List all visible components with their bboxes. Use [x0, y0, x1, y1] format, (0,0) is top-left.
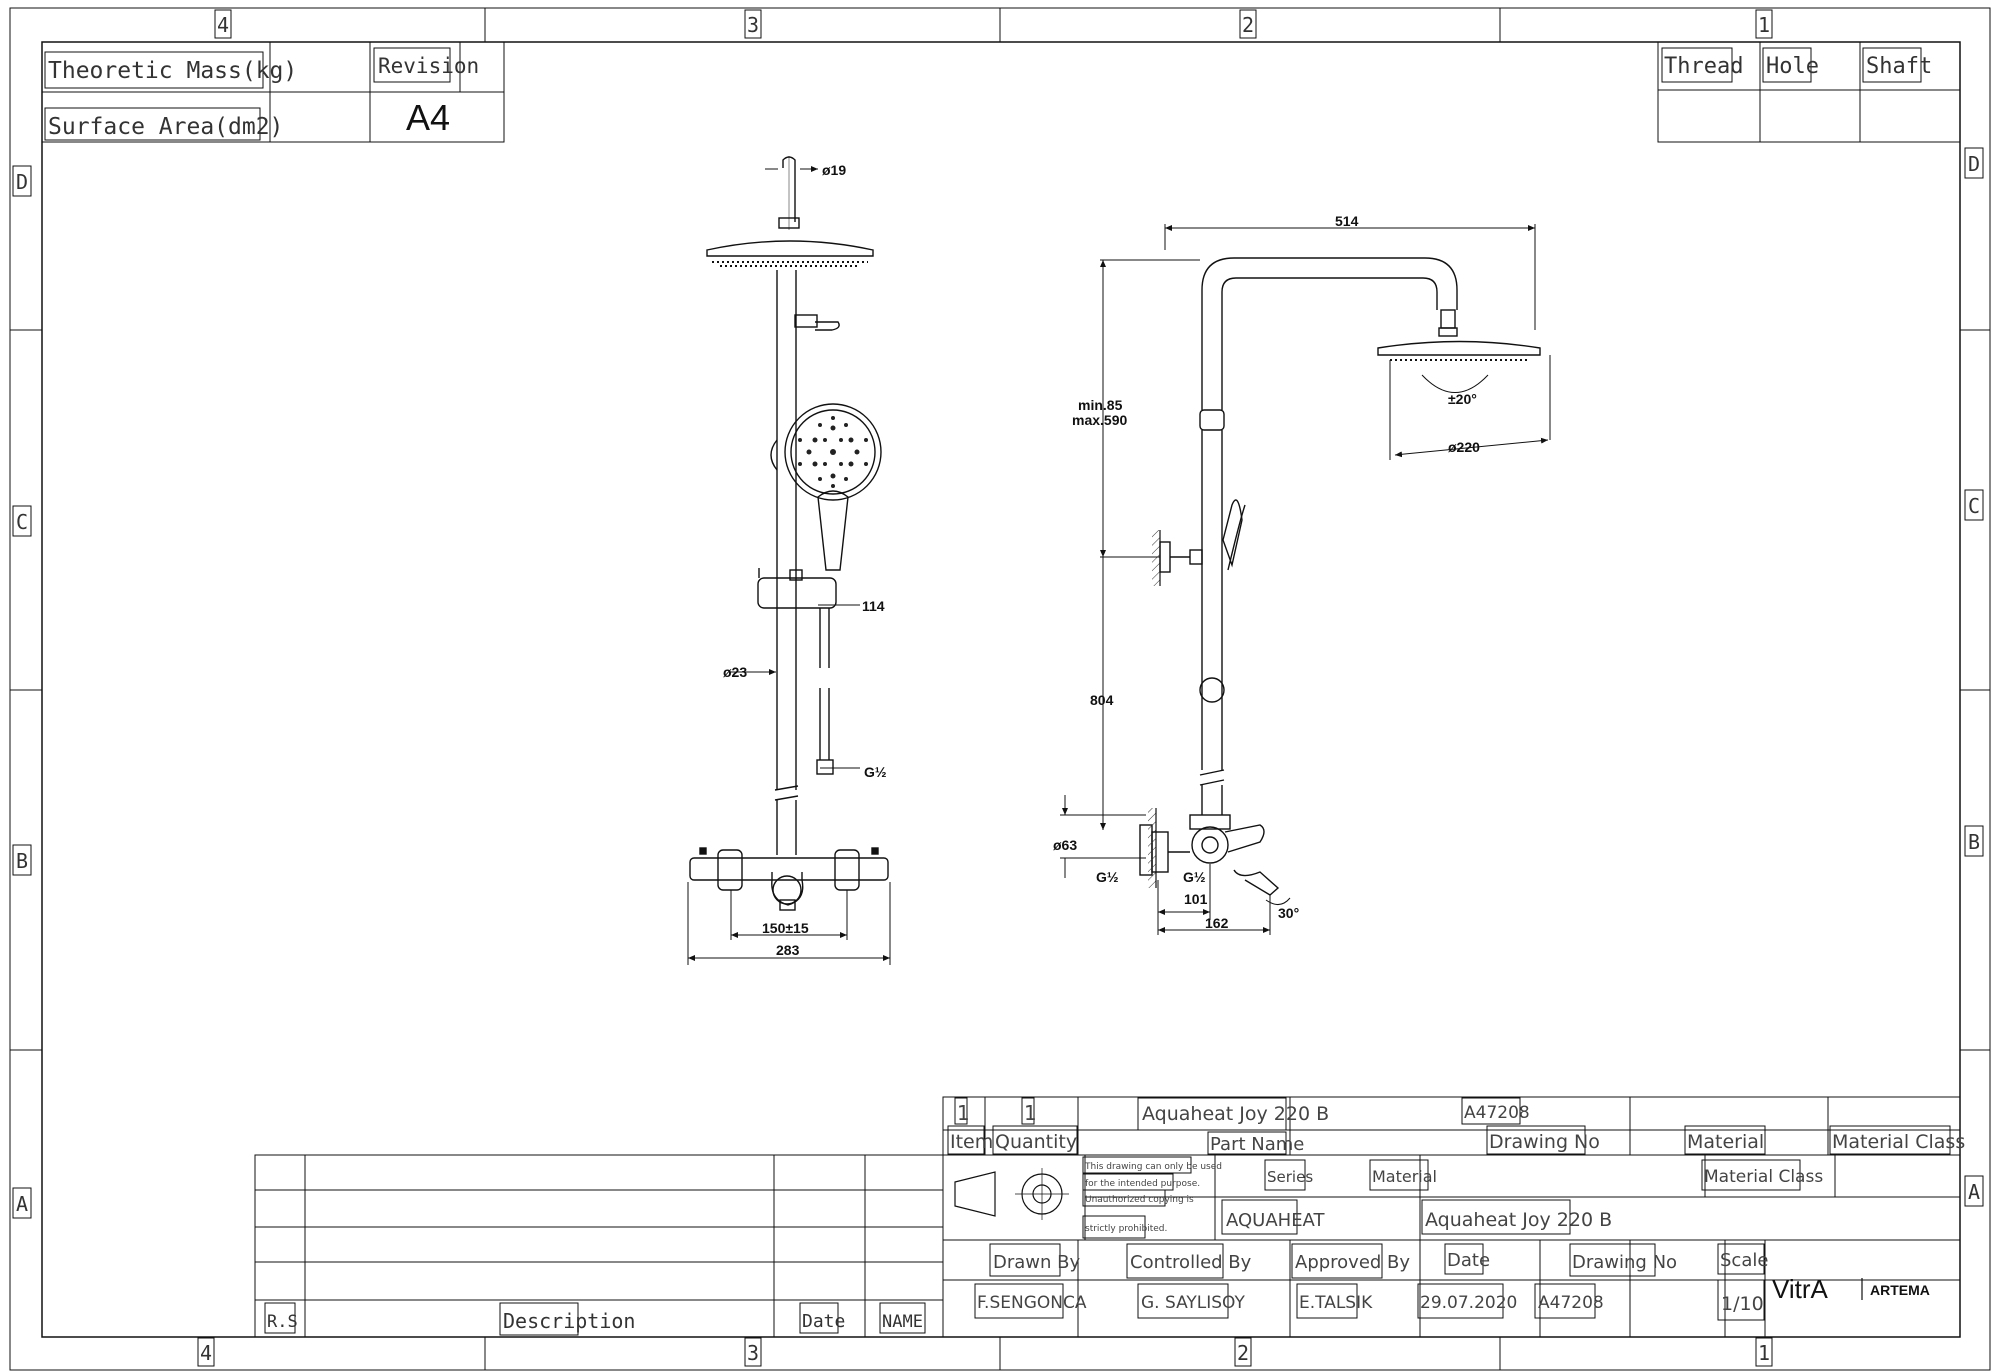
projection-symbol-icon	[954, 1168, 1069, 1220]
dim-114: 114	[862, 598, 885, 614]
drawing-no-label-2: Drawing No	[1572, 1252, 1677, 1273]
drawing-no-value-2: A47208	[1538, 1293, 1604, 1313]
rs-label: R.S	[267, 1312, 298, 1332]
approved-by-label: Approved By	[1295, 1252, 1410, 1273]
zone-right-c: C	[1968, 494, 1980, 518]
dim-283: 283	[776, 942, 800, 958]
brand-artema: ARTEMA	[1870, 1282, 1930, 1298]
zone-top-2: 2	[1242, 13, 1254, 37]
drawn-by-value: F.SENGONCA	[977, 1293, 1087, 1313]
drawing-frame	[9, 7, 1991, 1371]
controlled-by-label: Controlled By	[1130, 1252, 1252, 1273]
part-name-label: Part Name	[1210, 1134, 1304, 1155]
dim-angle30: 30°	[1278, 905, 1299, 921]
notice-line-3: Unauthorized copying is	[1085, 1195, 1194, 1205]
dim-max: max.590	[1072, 412, 1127, 428]
date-value: 29.07.2020	[1420, 1293, 1517, 1313]
dim-d23: ø23	[723, 664, 747, 680]
material-label: Material	[1687, 1131, 1764, 1153]
notice-line-1: This drawing can only be used	[1084, 1162, 1222, 1172]
dim-150: 150±15	[762, 920, 809, 936]
thread-label: Thread	[1664, 54, 1743, 79]
zone-right-b: B	[1968, 830, 1980, 854]
brand-vitra: VitrA	[1772, 1274, 1829, 1304]
front-dimensions	[687, 166, 891, 965]
item-label: Item	[950, 1131, 993, 1153]
title-block: 1 1 Aquaheat Joy 220 B A47208 Item Quant…	[942, 1096, 1965, 1338]
part-name-value: Aquaheat Joy 220 B	[1142, 1103, 1329, 1125]
dim-d220: ø220	[1448, 439, 1480, 455]
notice-line-4: strictly prohibited.	[1085, 1224, 1167, 1234]
drawn-by-label: Drawn By	[993, 1252, 1080, 1273]
zone-top-4: 4	[217, 13, 229, 37]
material-class-label-2: Material Class	[1704, 1167, 1823, 1187]
hand-shower-nozzles	[798, 416, 868, 488]
front-view	[689, 156, 889, 911]
header-left: Theoretic Mass(kg) Revision Surface Area…	[41, 41, 505, 143]
front-dimension-labels: ø19 114 ø23 G½ 150±15 283	[723, 162, 887, 958]
zone-labels: 4 3 2 1 4 3 2 1 D C B A D C B A	[12, 9, 1984, 1367]
dim-g12-left: G½	[1096, 869, 1119, 885]
dim-101: 101	[1184, 891, 1208, 907]
dim-804: 804	[1090, 692, 1114, 708]
drawing-no-value: A47208	[1464, 1103, 1530, 1123]
brand-logo: VitrA ARTEMA	[1772, 1274, 1930, 1304]
scale-value: 1/10	[1721, 1293, 1764, 1315]
wall-hatching	[1148, 530, 1161, 888]
zone-left-c: C	[16, 510, 28, 534]
dim-min: min.85	[1078, 397, 1123, 413]
quantity-label: Quantity	[995, 1131, 1077, 1153]
scale-label: Scale	[1720, 1250, 1768, 1271]
shaft-label: Shaft	[1866, 54, 1932, 79]
zone-top-3: 3	[747, 13, 759, 37]
paper-size: A4	[406, 97, 450, 138]
controlled-by-value: G. SAYLISOY	[1141, 1293, 1246, 1313]
name-label: NAME	[882, 1312, 923, 1332]
zone-top-1: 1	[1758, 13, 1770, 37]
zone-bottom-1: 1	[1758, 1341, 1770, 1365]
surface-area-label: Surface Area(dm2)	[48, 114, 283, 140]
revision-table: R.S Description Date NAME	[254, 1154, 944, 1338]
date-label: Date	[1447, 1250, 1490, 1271]
series-label: Series	[1267, 1168, 1313, 1186]
zone-bottom-2: 2	[1237, 1341, 1249, 1365]
zone-right-d: D	[1968, 152, 1980, 176]
approved-by-value: E.TALSIK	[1299, 1293, 1373, 1313]
header-right: Thread Hole Shaft	[1657, 41, 1961, 143]
dim-514: 514	[1335, 213, 1359, 229]
dim-d63: ø63	[1053, 837, 1077, 853]
dim-162: 162	[1205, 915, 1229, 931]
zone-left-b: B	[16, 849, 28, 873]
material-class-label: Material Class	[1832, 1131, 1965, 1153]
zone-bottom-4: 4	[200, 1341, 212, 1365]
side-dimension-labels: 514 min.85 max.590 ±20° ø220 804 ø63 G½ …	[1053, 213, 1480, 931]
drawing-no-label: Drawing No	[1489, 1131, 1600, 1153]
dim-g12-front: G½	[864, 764, 887, 780]
quantity-number: 1	[1024, 1101, 1037, 1125]
item-number: 1	[957, 1101, 970, 1125]
dim-g12-right: G½	[1183, 869, 1206, 885]
zone-left-d: D	[16, 170, 28, 194]
side-view	[1139, 257, 1541, 896]
zone-right-a: A	[1968, 1180, 1980, 1204]
hole-label: Hole	[1766, 54, 1819, 79]
notice-line-2: for the intended purpose.	[1085, 1179, 1200, 1189]
revision-label: Revision	[378, 54, 479, 78]
dim-d19: ø19	[822, 162, 846, 178]
zone-left-a: A	[16, 1192, 28, 1216]
theoretic-mass-label: Theoretic Mass(kg)	[48, 58, 297, 84]
side-dimensions	[1060, 224, 1551, 935]
dim-angle20: ±20°	[1448, 391, 1477, 407]
part-name-value-2: Aquaheat Joy 220 B	[1425, 1209, 1612, 1231]
description-label: Description	[503, 1309, 635, 1333]
series-value: AQUAHEAT	[1226, 1210, 1325, 1231]
material-label-2: Material	[1372, 1167, 1437, 1186]
zone-bottom-3: 3	[747, 1341, 759, 1365]
rev-date-label: Date	[802, 1311, 845, 1332]
